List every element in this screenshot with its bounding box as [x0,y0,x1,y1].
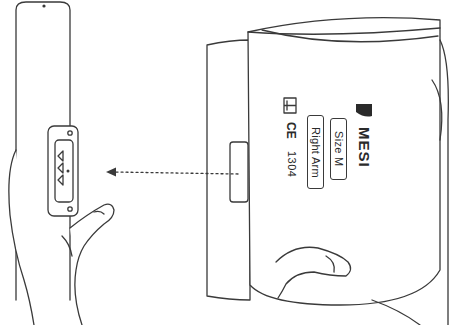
left-thumbnail [94,211,104,214]
cuff-plate [207,40,250,300]
clip-arrows [58,151,63,185]
label-text: Right Arm [310,127,321,178]
clip-hole [68,207,72,211]
label-holder: CE [283,118,299,142]
label-box: Right Arm [307,115,324,189]
right-wrist [372,300,420,325]
clip-hole [68,131,72,135]
left-thumb [70,204,114,325]
label-holder: 1304 [283,144,299,184]
guide-line [114,172,238,174]
left-thumb-crease [62,236,72,256]
label-text: Size M [333,131,344,166]
brand-name: MESI [357,127,372,168]
device-clip [48,126,78,216]
label-box: Size M [330,118,347,180]
device-led [42,4,45,7]
brand-logo [356,104,372,117]
right-finger [432,80,442,140]
clip-dot [67,170,70,173]
cuff-inner-rim [262,30,438,42]
right-thumb [276,247,351,298]
ce-mark: CE [285,122,297,139]
clip-slot [55,140,73,202]
cuff-connector [230,142,248,202]
left-hand [9,150,34,325]
cuff-body [248,18,440,305]
right-thumbnail [326,256,334,272]
label-holder: MESI [354,118,374,176]
guide-arrowhead [106,168,116,177]
right-fingers [440,40,448,325]
notified-body-number: 1304 [286,151,297,177]
manual-symbol [284,98,296,113]
